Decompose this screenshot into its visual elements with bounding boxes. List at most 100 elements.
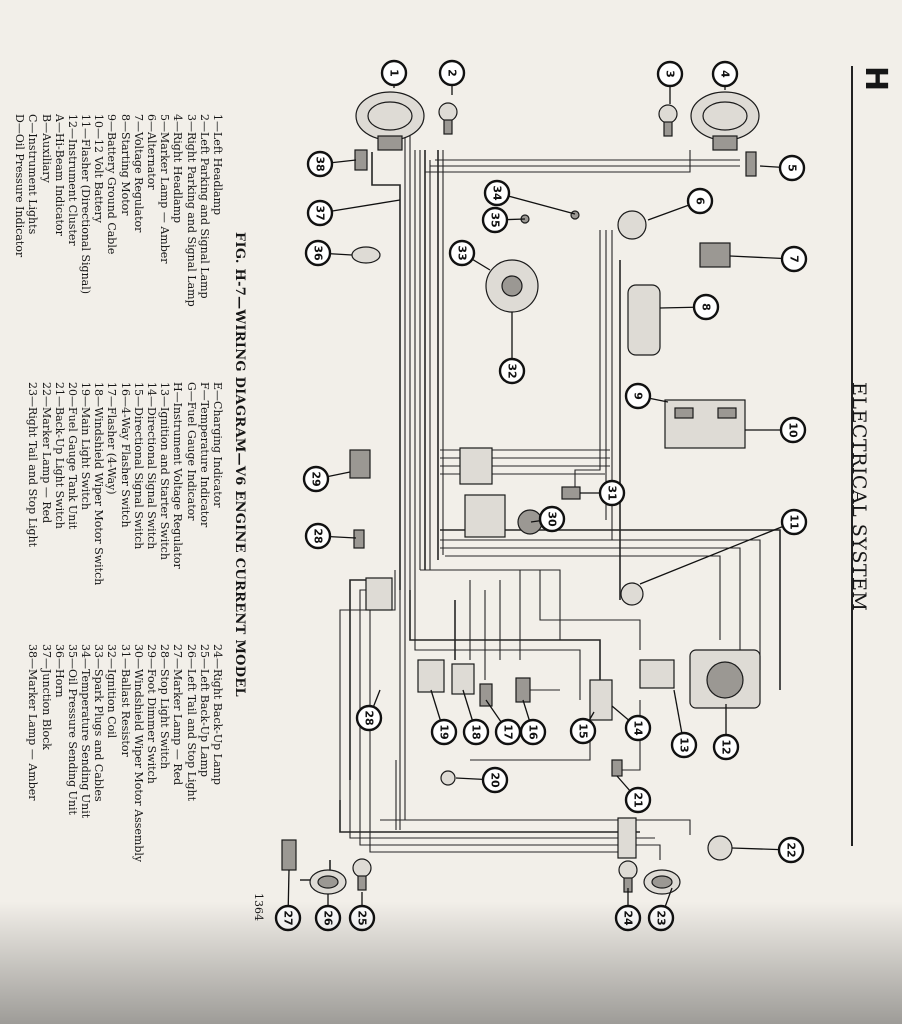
callout-number: 29 [310, 471, 323, 486]
callout-circle [498, 357, 526, 385]
page-number: 1364 [252, 893, 265, 921]
wire [369, 760, 632, 853]
legend-item: 16—4-Way Flasher Switch [118, 382, 132, 528]
legend-item: 15—Directional Signal Switch [131, 382, 145, 550]
junction-block [459, 447, 493, 485]
callout-circle [304, 522, 332, 550]
callout-number: 37 [314, 205, 327, 220]
callout-16: 16 [519, 718, 547, 746]
wire [430, 569, 521, 660]
callout-30: 30 [538, 505, 566, 533]
ballast-resistor [561, 486, 581, 500]
callout-circle [274, 904, 302, 932]
wire [409, 590, 601, 690]
horn [351, 246, 381, 264]
callout-number: 13 [678, 737, 691, 752]
callout-circle [624, 786, 652, 814]
callout-number: 9 [632, 392, 645, 400]
callout-circle [624, 714, 652, 742]
legend-item: 38—Marker Lamp — Amber [26, 644, 40, 801]
legend-item: 17—Flasher (4-Way) [105, 382, 119, 495]
callout-33: 33 [448, 239, 476, 267]
wire [380, 819, 691, 835]
callout-25: 25 [348, 904, 376, 932]
legend-item: 4—Right Headlamp [171, 114, 185, 224]
callout-circle [712, 733, 740, 761]
callout-circle [656, 60, 684, 88]
tail-lens [651, 875, 673, 889]
callout-number: 30 [546, 511, 559, 527]
marker-lamp-amber-right [745, 151, 757, 177]
callout-7: 7 [780, 245, 808, 273]
legend-item: 34—Temperature Sending Unit [79, 644, 93, 819]
callout-number: 31 [606, 485, 619, 500]
left-back-up-lamp [352, 858, 372, 891]
callout-28: 28 [304, 522, 332, 550]
legend-column-3: 24—Right Back-Up Lamp 25—Left Back-Up La… [26, 644, 224, 862]
callout-22: 22 [777, 836, 805, 864]
legend-item: 7—Voltage Regulator [131, 114, 145, 233]
callout-13: 13 [670, 731, 698, 759]
stop-light-switch [353, 529, 365, 549]
callout-number: 24 [622, 910, 635, 926]
callout-circle [483, 179, 511, 207]
lamp-lens [367, 101, 413, 131]
legend-item: 29—Foot Dimmer Switch [145, 644, 159, 784]
callout-circle [430, 718, 458, 746]
bulb [618, 860, 638, 880]
callout-circle [355, 704, 383, 732]
wire [339, 800, 640, 833]
main-light-switch [417, 659, 445, 693]
callout-36: 36 [304, 239, 332, 267]
callout-circle [304, 239, 332, 267]
callout-circle [614, 904, 642, 932]
callout-circle [306, 199, 334, 227]
directional-signal-switch [589, 679, 613, 721]
callout-24: 24 [614, 904, 642, 932]
legend-column-1: 1—Left Headlamp 2—Left Parking and Signa… [13, 114, 224, 307]
bulb [438, 102, 458, 122]
callout-28: 28 [355, 704, 383, 732]
wire-harness [300, 130, 781, 881]
callout-circle [711, 60, 739, 88]
callout-number: 26 [322, 910, 335, 926]
legend-item: 2—Left Parking and Signal Lamp [197, 114, 211, 299]
foot-dimmer-switch [349, 449, 371, 479]
bulb-base [663, 121, 673, 137]
legend-item: 33—Spark Plugs and Cables [92, 644, 106, 802]
callout-number: 33 [456, 245, 469, 260]
callout-circle [494, 718, 522, 746]
callout-34: 34 [483, 179, 511, 207]
callout-number: 17 [502, 724, 515, 739]
callout-circle [438, 59, 466, 87]
callout-circle [462, 718, 490, 746]
callout-number: 27 [282, 910, 295, 925]
callout-number: 6 [694, 197, 707, 205]
legend-item: B—Auxiliary [39, 114, 53, 183]
marker-lamp-red-left [281, 839, 297, 871]
legend-item: 24—Right Back-Up Lamp [211, 644, 224, 785]
alternator [617, 210, 647, 240]
callout-number: 25 [356, 910, 369, 925]
legend-item: 14—Directional Signal Switch [145, 382, 159, 550]
wire [420, 569, 561, 640]
callout-number: 23 [655, 910, 668, 925]
legend-item: 28—Stop Light Switch [158, 644, 172, 770]
battery [664, 399, 746, 449]
callout-circle [780, 245, 808, 273]
legend-item: E—Charging Indicator [211, 382, 224, 508]
callout-leader [639, 521, 795, 585]
legend-item: A—Hi-Beam Indicator [52, 114, 66, 236]
right-back-up-lamp [618, 860, 638, 893]
callout-number: 3 [664, 70, 677, 78]
wire [359, 589, 385, 770]
callout-number: 16 [527, 724, 540, 740]
callout-3: 3 [656, 60, 684, 88]
callout-circle [380, 59, 408, 87]
wiper-motor [464, 494, 506, 538]
cluster-gauge [706, 661, 744, 699]
flasher-directional [620, 582, 644, 606]
callout-circle [481, 766, 509, 794]
callout-number: 35 [489, 212, 502, 227]
